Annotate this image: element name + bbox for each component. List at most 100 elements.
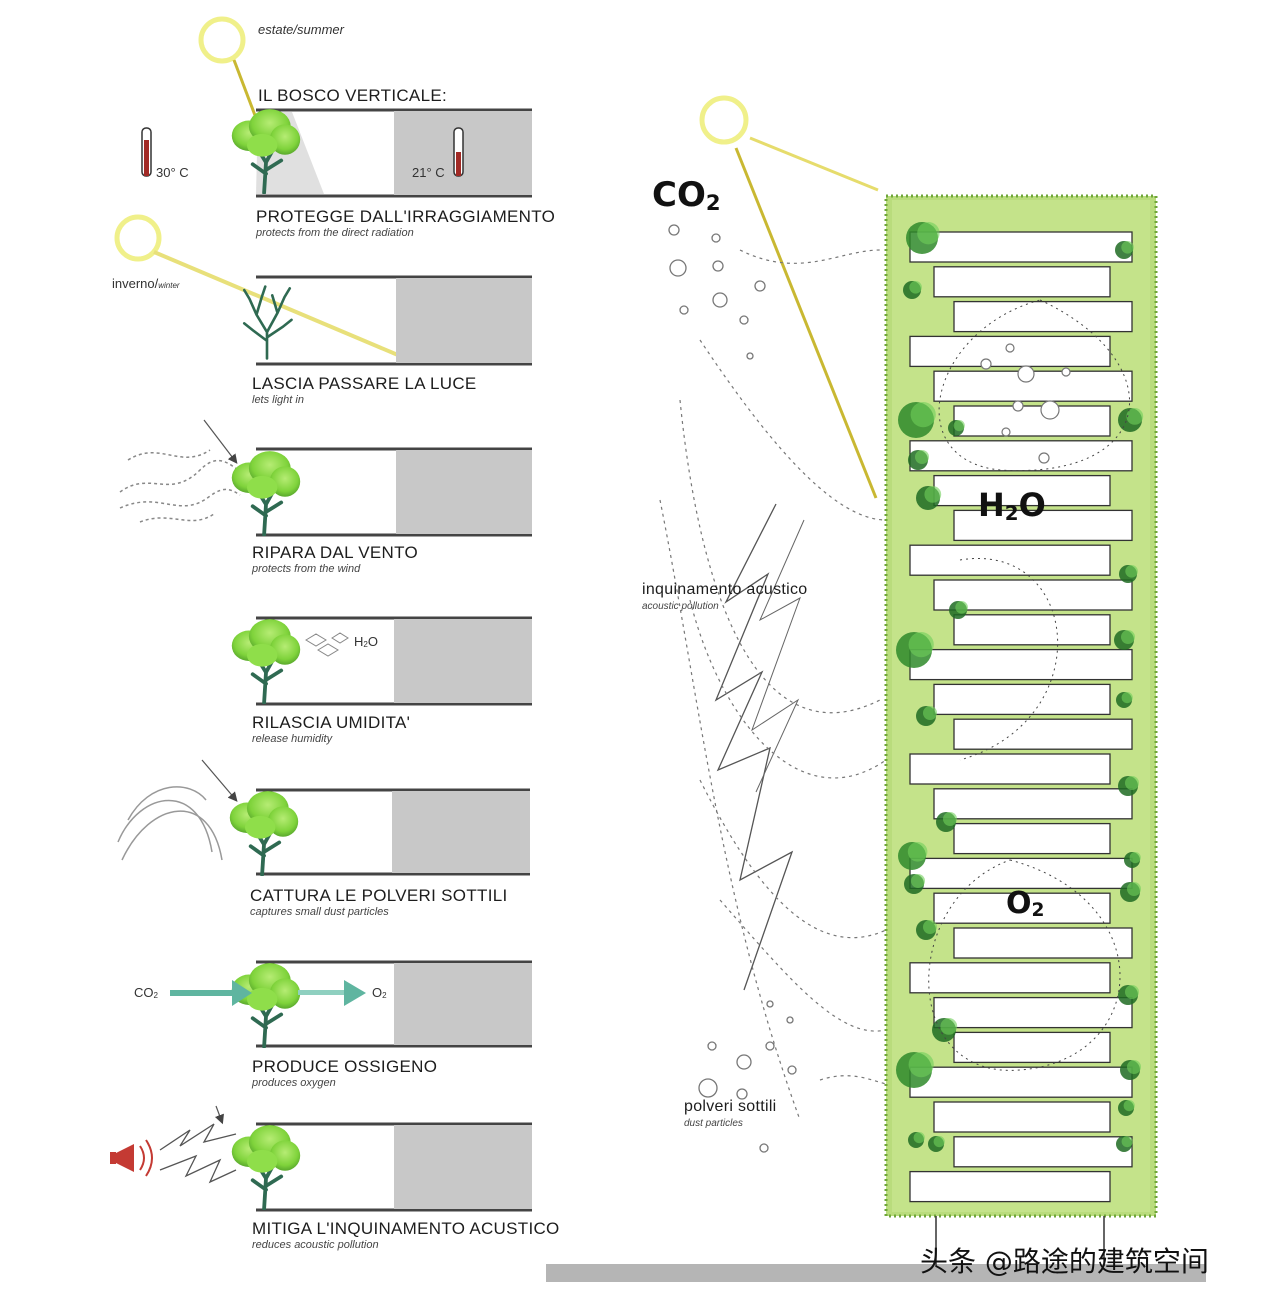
- co2-flow-arrow: [170, 990, 240, 996]
- plant-highlight: [940, 1018, 958, 1035]
- panel-o2-label: O2: [372, 985, 387, 1000]
- item-subtitle-2: lets light in: [252, 394, 304, 406]
- floor-slab: [933, 266, 1111, 298]
- floor-slab: [909, 1170, 1111, 1203]
- thermometer-inside-icon: [453, 127, 464, 177]
- panel-radiation: [141, 107, 532, 198]
- item-subtitle-3: protects from the wind: [252, 563, 361, 575]
- floor-slab: [933, 474, 1111, 507]
- megaphone-icon: [110, 1139, 153, 1177]
- item-title-6: PRODUCE OSSIGENO: [252, 1057, 438, 1076]
- plant-highlight: [915, 450, 929, 464]
- plant-highlight: [907, 842, 928, 862]
- interior-bubbles: [980, 343, 1071, 464]
- big-h2o-sub: 2: [1004, 501, 1019, 525]
- plant-highlight: [1129, 852, 1141, 864]
- floor-slab: [953, 927, 1133, 959]
- o2-flow-arrow: [298, 990, 350, 995]
- plant-highlight: [924, 486, 942, 503]
- big-co2-sub: 2: [705, 189, 721, 215]
- plant-highlight: [908, 1052, 934, 1078]
- plant-highlight: [1125, 565, 1138, 578]
- floor-slab: [909, 231, 1133, 263]
- item-subtitle-5: captures small dust particles: [250, 906, 389, 918]
- temp-outside-label: 30° C: [156, 165, 189, 180]
- item-title-2: LASCIA PASSARE LA LUCE: [252, 374, 477, 393]
- floor-slab: [909, 857, 1133, 890]
- floor-slab: [953, 300, 1133, 333]
- h2o-sub: 2: [363, 640, 368, 650]
- plant-highlight: [1125, 776, 1139, 790]
- plant-highlight: [943, 812, 957, 826]
- co2-bubbles: [668, 224, 766, 360]
- plant-highlight: [911, 874, 925, 888]
- acoustic-subtitle: acoustic pollution: [642, 601, 719, 612]
- o2-small-sub: 2: [382, 991, 387, 1001]
- floor-slab: [933, 683, 1111, 716]
- item-title-7: MITIGA L'INQUINAMENTO ACUSTICO: [252, 1219, 560, 1238]
- section-title: IL BOSCO VERTICALE:: [258, 86, 447, 105]
- panel-light: [242, 275, 532, 366]
- floor-slab: [909, 440, 1133, 472]
- summer-sun-ray: [232, 59, 258, 119]
- item-title-3: RIPARA DAL VENTO: [252, 543, 419, 562]
- floor-slab: [909, 753, 1111, 785]
- tower-sun-icon: [699, 95, 749, 145]
- season-winter-label: inverno/winter: [112, 276, 180, 291]
- big-co2-text: CO: [652, 175, 706, 215]
- o2-small-o: O: [372, 985, 383, 1000]
- plant-highlight: [1127, 1060, 1141, 1074]
- plant-highlight: [908, 632, 934, 658]
- summer-sun-icon: [198, 16, 246, 64]
- item-subtitle-6: produces oxygen: [252, 1077, 336, 1089]
- item-subtitle-1: protects from the direct radiation: [256, 227, 414, 239]
- plant-highlight: [1126, 408, 1144, 425]
- big-h2o-o: O: [1018, 486, 1046, 524]
- floor-slab: [933, 788, 1133, 820]
- plant-highlight: [1121, 241, 1134, 254]
- item-subtitle-7: reduces acoustic pollution: [252, 1239, 379, 1251]
- humidity-h2o-label: H2O: [354, 634, 378, 649]
- ground-line: [546, 1264, 1206, 1282]
- plant-highlight: [923, 920, 937, 934]
- season-winter-en: winter: [158, 281, 180, 290]
- plant-highlight: [923, 706, 937, 720]
- plant-highlight: [917, 222, 940, 245]
- tower-plants: [896, 222, 1144, 1152]
- item-subtitle-4: release humidity: [252, 733, 333, 745]
- panel-dust: [117, 759, 530, 876]
- floor-slab: [953, 405, 1111, 437]
- plant-highlight: [955, 601, 968, 614]
- item-title-4: RILASCIA UMIDITA': [252, 713, 411, 732]
- floor-slab: [933, 892, 1111, 924]
- plant-highlight: [1123, 1100, 1135, 1112]
- floor-slab: [909, 962, 1111, 994]
- panel-acoustic: [110, 1105, 532, 1212]
- big-co2-label: CO2: [652, 175, 721, 215]
- panel-wind: [119, 419, 532, 537]
- co2-small-c: CO: [134, 985, 154, 1000]
- floor-slab: [953, 1136, 1133, 1168]
- winter-sun-ray: [153, 250, 406, 360]
- tower-sun-ray-long: [734, 147, 878, 499]
- tower-floors: [909, 231, 1133, 1203]
- floor-slab: [933, 1101, 1111, 1133]
- plant-highlight: [1121, 1136, 1133, 1148]
- plant-highlight: [1127, 882, 1141, 896]
- temp-inside-label: 21° C: [412, 165, 445, 180]
- panel-humidity: [229, 616, 532, 706]
- season-winter-it: inverno/: [112, 276, 159, 291]
- floor-slab: [953, 822, 1111, 855]
- item-title-1: PROTEGGE DALL'IRRAGGIAMENTO: [256, 207, 556, 226]
- airflow-lines: [659, 249, 887, 1121]
- plant-highlight: [909, 281, 922, 294]
- plant-highlight: [913, 1132, 925, 1144]
- acoustic-title: inquinamento acustico: [642, 581, 808, 598]
- plant-highlight: [910, 402, 936, 428]
- dust-bubbles: [698, 1000, 797, 1153]
- floor-slab: [953, 1031, 1111, 1064]
- plant-highlight: [1125, 985, 1139, 999]
- floor-slab: [953, 718, 1133, 750]
- big-h2o-h: H: [978, 486, 1005, 524]
